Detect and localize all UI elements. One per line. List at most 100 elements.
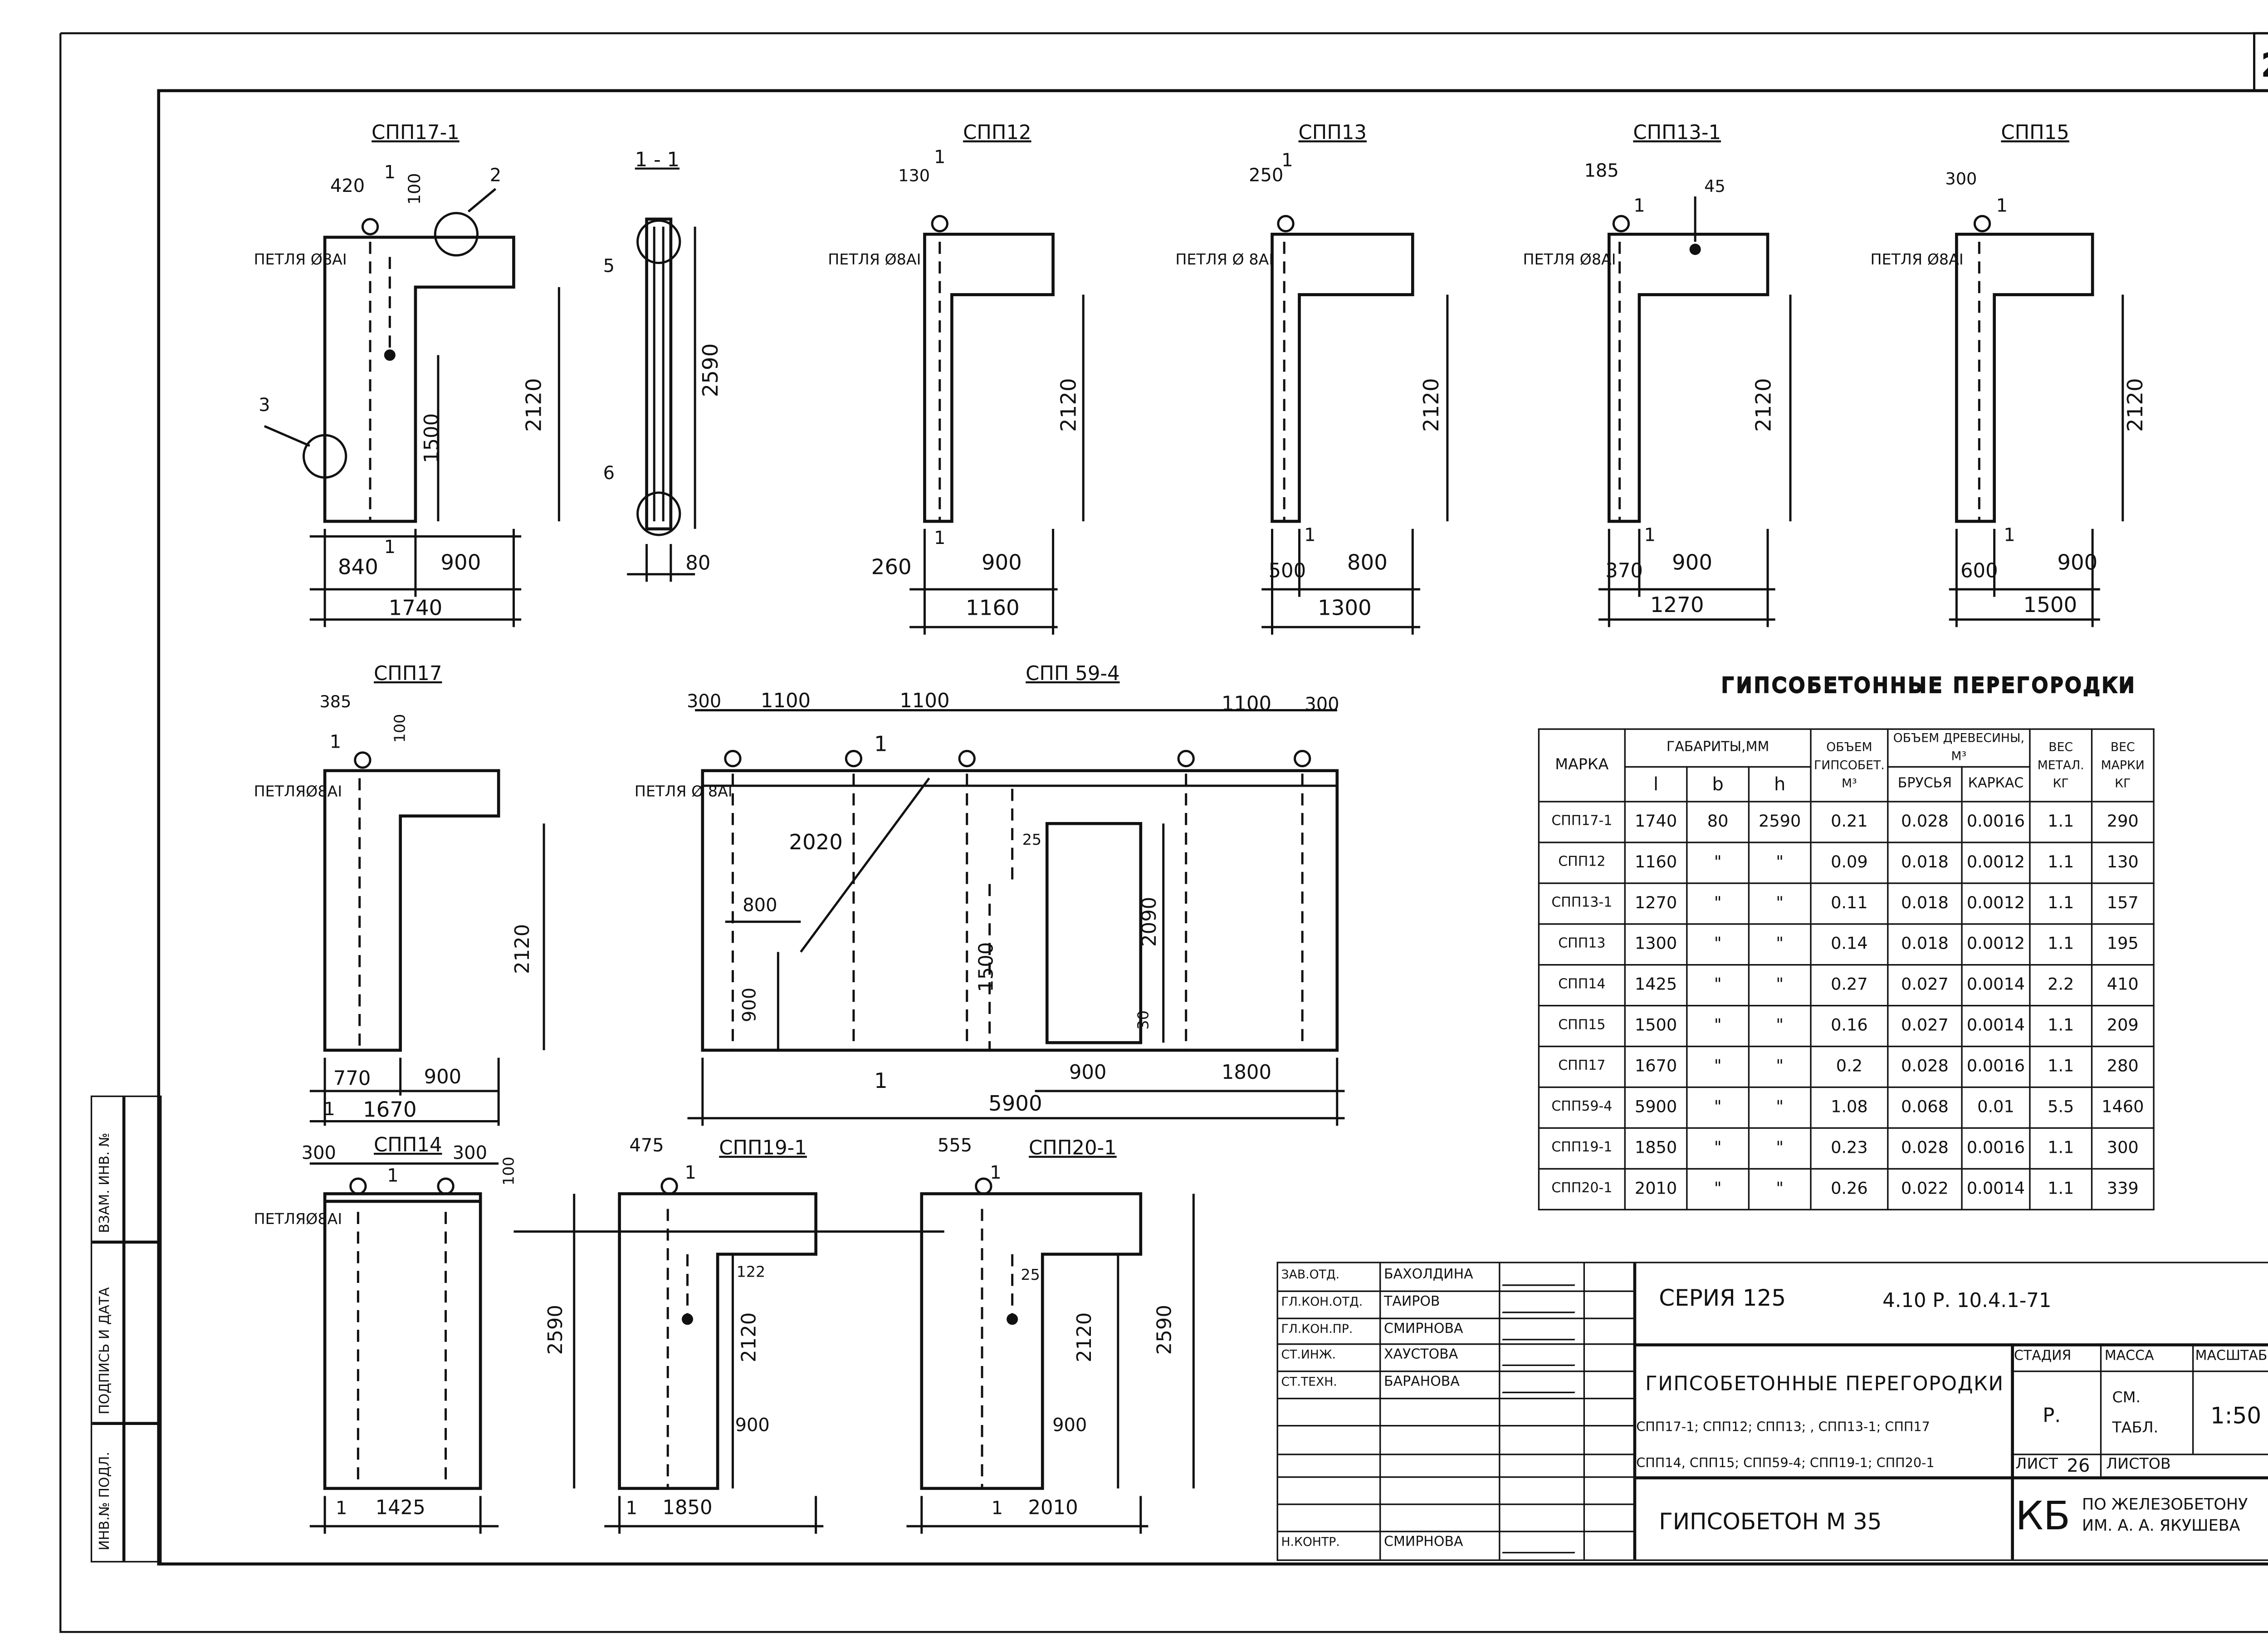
page-number: 27: [2262, 48, 2268, 83]
dimension-label: 1300: [1318, 596, 1372, 620]
table-cell: ": [1748, 1045, 1812, 1088]
staff-name: СМИРНОВА: [1384, 1535, 1463, 1551]
table-cell: ": [1748, 1127, 1812, 1170]
dimension-label: 260: [871, 555, 912, 579]
table-cell: 0.0016: [1961, 1045, 2031, 1088]
staff-role: Н.КОНТР.: [1281, 1535, 1340, 1549]
marks-line-1: СПП17-1; СПП12; СПП13; , СПП13-1; СПП17: [1636, 1420, 1930, 1436]
header-mark: МАРКА: [1538, 728, 1626, 803]
table-cell: 2590: [1748, 801, 1812, 843]
table-cell: 1.1: [2029, 1045, 2093, 1088]
stamp-signature-date: ПОДПИСЬ И ДАТА: [98, 1287, 113, 1415]
header-dims: ГАБАРИТЫ,ММ: [1624, 728, 1812, 768]
staff-role: ГЛ.КОН.ОТД.: [1281, 1295, 1363, 1309]
table-cell: ": [1686, 842, 1750, 884]
header-mark-weight: ВЕС МАРКИ КГ: [2091, 728, 2155, 803]
dimension-label: 1: [2004, 524, 2015, 545]
loop-callout: ПЕТЛЯ Ø8АI: [1871, 250, 1964, 268]
dimension-label: 1: [992, 1498, 1003, 1518]
header-b: b: [1686, 766, 1750, 803]
series-label: СЕРИЯ 125: [1659, 1284, 1786, 1312]
table-title: ГИПСОБЕТОННЫЕ ПЕРЕГОРОДКИ: [1722, 675, 2137, 697]
panel-title: СПП 59-4: [1026, 662, 1119, 685]
staff-name: БАХОЛДИНА: [1384, 1268, 1473, 1283]
mass-value: СМ. ТАБЛ.: [2112, 1390, 2159, 1437]
table-cell: 1850: [1624, 1127, 1688, 1170]
dimension-label: 555: [938, 1135, 972, 1156]
panel-spp20-1: [906, 1177, 1195, 1534]
document-code: 4.10 Р. 10.4.1-71: [1882, 1290, 2052, 1313]
table-cell: 0.0012: [1961, 882, 2031, 925]
loop-callout: ПЕТЛЯ Ø8АI: [828, 250, 921, 268]
table-cell: 157: [2091, 882, 2155, 925]
outer-frame-left: [59, 33, 2268, 1633]
table-cell: 0.018: [1887, 923, 1963, 966]
dimension-label: 185: [1584, 161, 1619, 181]
dimension-label: 300: [302, 1143, 336, 1164]
signature: [1502, 1298, 1580, 1313]
table-cell: 0.09: [1810, 842, 1889, 884]
dimension-label: 1500: [975, 942, 997, 992]
dimension-label: 840: [338, 555, 378, 579]
table-cell: 0.0014: [1961, 1004, 2031, 1048]
table-cell: СПП13: [1538, 923, 1626, 966]
panel-spp19-1: [513, 1177, 944, 1534]
sheets-label: ЛИСТОВ: [2106, 1456, 2171, 1474]
loop-callout: ПЕТЛЯ Ø8АI: [1523, 250, 1616, 268]
table-cell: 0.0016: [1961, 801, 2031, 843]
table-cell: СПП19-1: [1538, 1127, 1626, 1170]
panel-title: СПП13: [1299, 121, 1367, 144]
table-cell: 0.028: [1887, 1127, 1963, 1170]
table-cell: 0.028: [1887, 1045, 1963, 1088]
table-cell: 0.27: [1810, 964, 1889, 1007]
dimension-label: 1670: [363, 1097, 417, 1121]
table-cell: 0.23: [1810, 1127, 1889, 1170]
dimension-label: 1850: [662, 1496, 712, 1519]
dimension-label: 1: [934, 147, 945, 168]
header-wood-volume: ОБЪЕМ ДРЕВЕСИНЫ, М³: [1887, 728, 2031, 768]
table-cell: 1425: [1624, 964, 1688, 1007]
panel-spp17-1: [264, 188, 560, 627]
panel-title: СПП17: [374, 662, 442, 685]
table-cell: 0.16: [1810, 1004, 1889, 1048]
dimension-label: 2120: [1419, 378, 1443, 432]
dimension-label: 130: [898, 166, 930, 186]
header-metal-weight: ВЕС МЕТАЛ. КГ: [2029, 728, 2093, 803]
dimension-label: 1270: [1650, 592, 1704, 617]
dimension-label: 1: [387, 1165, 398, 1186]
table-cell: 1270: [1624, 882, 1688, 925]
dimension-label: 800: [743, 895, 777, 916]
staff-name: ТАИРОВ: [1384, 1295, 1440, 1310]
table-cell: 80: [1686, 801, 1750, 843]
table-cell: ": [1748, 1168, 1812, 1210]
dimension-label: 1: [336, 1498, 347, 1518]
dimension-label: 2120: [1751, 378, 1776, 432]
table-cell: 0.2: [1810, 1045, 1889, 1088]
dimension-label: 25: [1022, 831, 1041, 848]
section-1-1: [627, 217, 696, 582]
dimension-label: 1: [384, 537, 396, 558]
dimension-label: 1500: [2024, 592, 2077, 617]
table-cell: 1.1: [2029, 842, 2093, 884]
table-cell: 1.1: [2029, 923, 2093, 966]
dimension-label: 1: [1281, 150, 1293, 171]
dimension-label: 1740: [389, 596, 443, 620]
table-cell: 130: [2091, 842, 2155, 884]
dimension-label: 1160: [966, 596, 1020, 620]
dimension-label: 5: [603, 256, 615, 277]
dimension-label: 1: [874, 731, 888, 756]
table-cell: 290: [2091, 801, 2155, 843]
scale-label: МАСШТАБ: [2195, 1349, 2268, 1365]
table-cell: 1160: [1624, 842, 1688, 884]
side-stamp: ИНВ.№ ПОДЛ. ПОДПИСЬ И ДАТА ВЗАМ. ИНВ. №: [90, 1095, 162, 1563]
table-cell: 1.1: [2029, 1168, 2093, 1210]
dimension-label: 2090: [1138, 897, 1161, 947]
header-frame: КАРКАС: [1961, 766, 2031, 803]
table-cell: ": [1686, 1004, 1750, 1048]
